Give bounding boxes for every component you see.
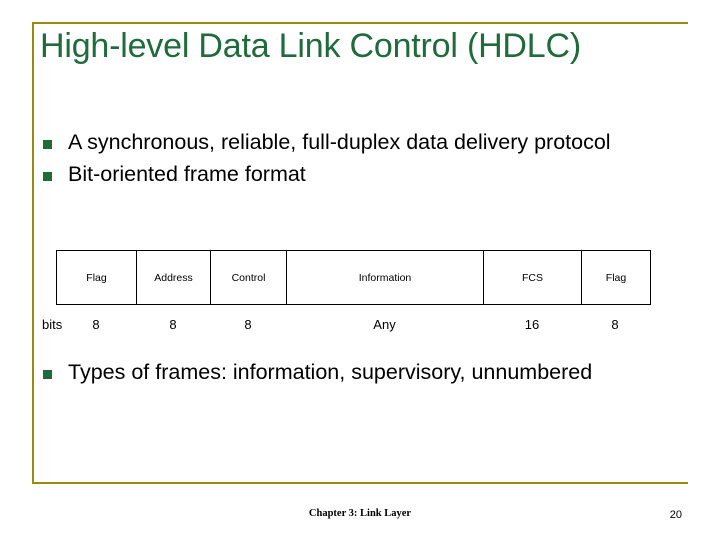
bullet-list-secondary: Types of frames: information, supervisor…	[40, 358, 670, 390]
square-bullet-icon	[40, 358, 68, 388]
left-divider	[32, 22, 34, 482]
bits-flag-end: 8	[611, 316, 619, 332]
top-divider	[32, 22, 688, 24]
frame-field-flag-end: Flag	[605, 271, 627, 284]
bits-fcs: 16	[524, 316, 540, 332]
page-number: 20	[669, 509, 682, 521]
frame-field-control: Control	[211, 251, 287, 304]
bits-flag-start: 8	[92, 316, 100, 332]
frame-field-flag-start: Flag	[57, 251, 137, 304]
page-title: High-level Data Link Control (HDLC)	[40, 27, 581, 65]
list-item-label: A synchronous, reliable, full-duplex dat…	[68, 130, 611, 154]
hdlc-frame-diagram: Flag Address Control Information FCS Fla…	[56, 250, 651, 305]
bits-control: 8	[244, 316, 252, 332]
square-bullet-icon	[40, 160, 68, 190]
frame-field-fcs: FCS	[484, 251, 582, 304]
square-bullet-icon	[40, 128, 68, 158]
list-item: Bit-oriented frame format	[40, 160, 670, 190]
frame-bits-row: bits 8 8 8 Any 16 8	[10, 312, 655, 336]
list-item-label: Types of frames: information, supervisor…	[68, 360, 593, 384]
bits-row-label: bits	[42, 316, 63, 332]
frame-field-information: Information	[287, 251, 484, 304]
bullet-list: A synchronous, reliable, full-duplex dat…	[40, 128, 670, 192]
list-item-label: Bit-oriented frame format	[68, 162, 306, 186]
bits-address: 8	[169, 316, 177, 332]
list-item: A synchronous, reliable, full-duplex dat…	[40, 128, 670, 158]
list-item: Types of frames: information, supervisor…	[40, 358, 670, 388]
bits-information: Any	[373, 316, 396, 332]
bottom-divider	[32, 482, 688, 484]
frame-field-address: Address	[137, 251, 211, 304]
footer-chapter-label: Chapter 3: Link Layer	[308, 508, 412, 519]
